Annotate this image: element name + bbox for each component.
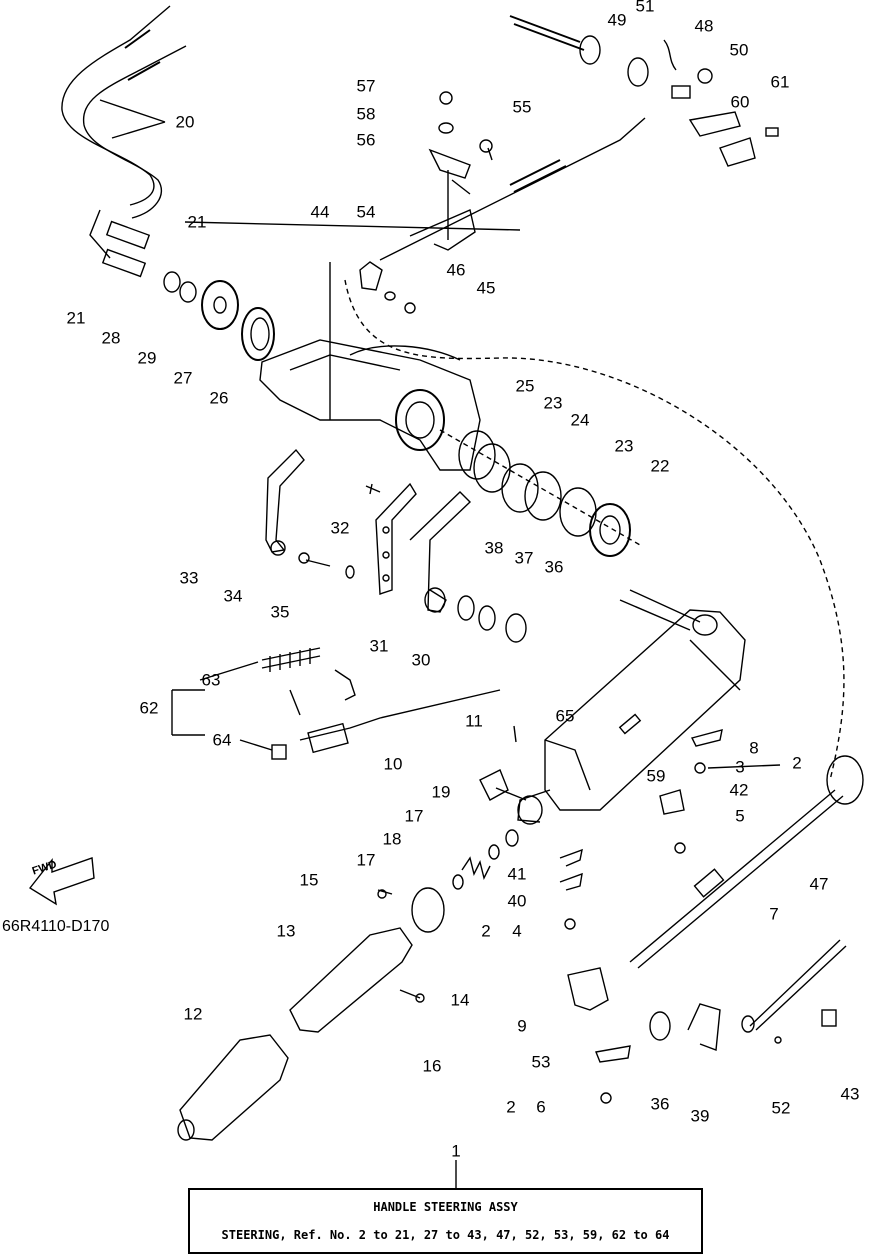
- ref-45: 45: [476, 278, 496, 298]
- ref-3: 3: [735, 757, 745, 777]
- ref-38: 38: [484, 538, 504, 558]
- assembly-description: STEERING, Ref. No. 2 to 21, 27 to 43, 47…: [221, 1228, 670, 1242]
- ref-64: 64: [212, 730, 232, 750]
- ref-50: 50: [729, 40, 749, 60]
- ref-47: 47: [809, 874, 829, 894]
- ref-28: 28: [101, 328, 121, 348]
- ref-23-lower: 23: [614, 436, 634, 456]
- throttle-grip: [177, 887, 445, 1141]
- ref-53: 53: [531, 1052, 551, 1072]
- ref-8: 8: [749, 738, 759, 758]
- ref-32: 32: [330, 518, 350, 538]
- ref-35: 35: [270, 602, 290, 622]
- ref-7: 7: [769, 904, 779, 924]
- ref-42: 42: [729, 780, 749, 800]
- ref-58: 58: [356, 104, 376, 124]
- ref-63: 63: [201, 670, 221, 690]
- ref-6: 6: [536, 1097, 546, 1117]
- ref-34: 34: [223, 586, 243, 606]
- ref-19: 19: [431, 782, 451, 802]
- ref-56: 56: [356, 130, 376, 150]
- assembly-legend-box: HANDLE STEERING ASSY STEERING, Ref. No. …: [188, 1188, 703, 1254]
- ref-12: 12: [183, 1004, 203, 1024]
- ref-21-upper: 21: [187, 212, 207, 232]
- remote-control-cables: [61, 5, 187, 278]
- ref-59: 59: [646, 766, 666, 786]
- ref-16: 16: [422, 1056, 442, 1076]
- ref-33: 33: [179, 568, 199, 588]
- ref-57: 57: [356, 76, 376, 96]
- ref-26: 26: [209, 388, 229, 408]
- ref-48: 48: [694, 16, 714, 36]
- ref-15: 15: [299, 870, 319, 890]
- ref-25: 25: [515, 376, 535, 396]
- ref-11: 11: [465, 711, 483, 731]
- ref-17-lower: 17: [356, 850, 376, 870]
- ref-24: 24: [570, 410, 590, 430]
- ref-54: 54: [356, 202, 376, 222]
- ref-21-lower: 21: [66, 308, 86, 328]
- ref-43: 43: [840, 1084, 860, 1104]
- ref-46: 46: [446, 260, 466, 280]
- bottom-cowling-bracket: [259, 262, 481, 471]
- ref-14: 14: [450, 990, 470, 1010]
- ref-22: 22: [650, 456, 670, 476]
- ref-55: 55: [512, 97, 532, 117]
- ref-36-upper: 36: [544, 557, 564, 577]
- ref-23-upper: 23: [543, 393, 563, 413]
- ref-37: 37: [514, 548, 534, 568]
- ref-52: 52: [771, 1098, 791, 1118]
- ref-2-mid: 2: [481, 921, 491, 941]
- steering-handle-body: [517, 589, 746, 825]
- ref-31: 31: [369, 636, 389, 656]
- ref-13: 13: [276, 921, 296, 941]
- ref-41: 41: [507, 864, 527, 884]
- diagram-code: 66R4110-D170: [2, 918, 110, 935]
- ref-9: 9: [517, 1016, 527, 1036]
- ref-10: 10: [383, 754, 403, 774]
- ref-5: 5: [735, 806, 745, 826]
- ref-39: 39: [690, 1106, 710, 1126]
- ref-40: 40: [507, 891, 527, 911]
- ref-17-upper: 17: [404, 806, 424, 826]
- ref-2-right: 2: [792, 753, 802, 773]
- ref-18: 18: [382, 829, 402, 849]
- ref-27: 27: [173, 368, 193, 388]
- ref-62: 62: [139, 698, 159, 718]
- ref-2-lower: 2: [506, 1097, 516, 1117]
- ref-1: 1: [451, 1141, 461, 1161]
- ref-4: 4: [512, 921, 522, 941]
- ref-36-lower: 36: [650, 1094, 670, 1114]
- ref-30: 30: [411, 650, 431, 670]
- ref-60: 60: [730, 92, 750, 112]
- ref-29: 29: [137, 348, 157, 368]
- assembly-title: HANDLE STEERING ASSY: [373, 1200, 518, 1214]
- ref-65: 65: [555, 706, 575, 726]
- ref-51: 51: [635, 0, 655, 16]
- ref-61: 61: [770, 72, 790, 92]
- ref-49: 49: [607, 10, 627, 30]
- ref-20: 20: [175, 112, 195, 132]
- ref-44: 44: [310, 202, 330, 222]
